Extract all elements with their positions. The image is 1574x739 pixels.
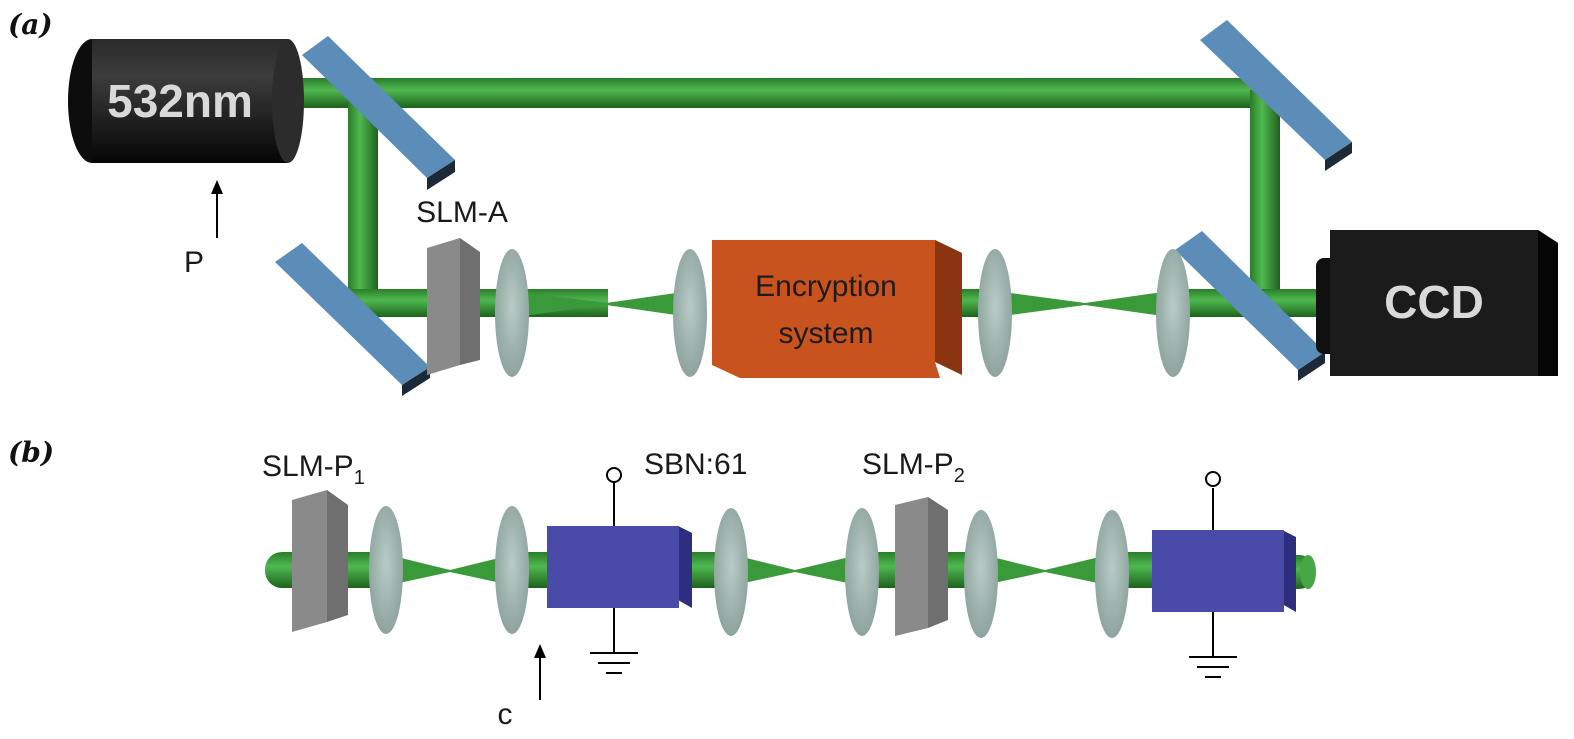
- lens-b6: [1095, 510, 1129, 638]
- ccd-camera: CCD: [1316, 230, 1558, 376]
- encryption-label-line2: system: [778, 317, 873, 350]
- slm-p1: SLM-P1: [262, 450, 365, 632]
- slm-p1-label: SLM-P1: [262, 450, 365, 489]
- slm-a-label: SLM-A: [416, 196, 508, 229]
- lens-b5: [964, 510, 998, 638]
- lens-b1: [369, 506, 403, 634]
- slm-p2-label-sub: 2: [954, 465, 965, 487]
- beam-b-focus2: [730, 554, 862, 586]
- slm-p1-label-base: SLM-P: [262, 450, 354, 483]
- sbn-crystal-1: SBN:61: [547, 448, 747, 674]
- panel-label-b: (b): [8, 436, 54, 469]
- mirror-top-left: [302, 36, 455, 190]
- encryption-label-line1: Encryption: [755, 270, 897, 303]
- beam-b-output-end: [1300, 555, 1316, 589]
- pointer-p: P: [184, 180, 223, 279]
- sbn-crystal-2: [1152, 471, 1296, 678]
- mirror-top-right: [1200, 20, 1352, 171]
- beam-b-focus1: [385, 554, 515, 586]
- beam-right-vertical: [1250, 90, 1280, 305]
- electrode-terminal-2: [1205, 471, 1221, 487]
- ground-symbol-2: [1189, 656, 1237, 678]
- slm-p2-label: SLM-P2: [862, 448, 965, 487]
- beam-b-focus3: [980, 554, 1112, 586]
- sbn-label: SBN:61: [644, 448, 747, 481]
- mirror-bottom-right: [1175, 231, 1325, 381]
- lens-b2: [495, 506, 529, 634]
- lens-a1: [495, 249, 529, 377]
- laser-label: 532nm: [107, 75, 253, 127]
- laser-source: 532nm: [68, 39, 304, 163]
- panel-label-a: (a): [8, 8, 53, 41]
- lens-a4: [1156, 249, 1190, 377]
- pointer-c: c: [498, 644, 546, 731]
- electrode-terminal-1: [606, 467, 622, 483]
- encryption-system: Encryption system: [712, 240, 962, 378]
- slm-p1-label-sub: 1: [354, 467, 365, 489]
- ccd-label: CCD: [1384, 276, 1484, 328]
- slm-p2-label-base: SLM-P: [862, 448, 954, 481]
- lens-b3: [714, 508, 748, 636]
- pointer-p-label: P: [184, 246, 204, 279]
- pointer-c-label: c: [498, 698, 513, 731]
- slm-p2: SLM-P2: [862, 448, 965, 636]
- beam-top: [282, 78, 1272, 108]
- ground-symbol-1: [590, 652, 638, 674]
- lens-a2: [673, 249, 707, 377]
- mirror-bottom-left: [275, 243, 430, 396]
- beam-focus-a2: [995, 291, 1170, 317]
- beam-focus-a1: [515, 291, 690, 317]
- lens-b4: [845, 508, 879, 636]
- lens-a3: [978, 249, 1012, 377]
- beam-left-vertical: [348, 100, 378, 300]
- slm-a: SLM-A: [416, 196, 508, 375]
